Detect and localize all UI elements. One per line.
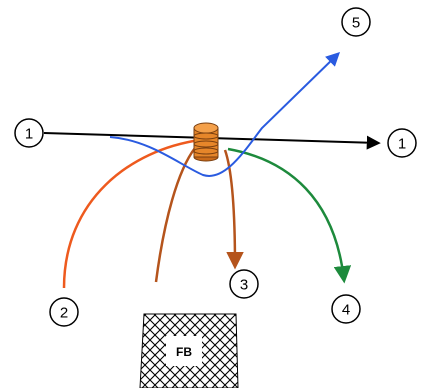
marker-1-right-label: 1 [398,136,406,153]
marker-4-label: 4 [342,302,350,319]
marker-4: 4 [331,294,361,324]
goal-label: FB [176,345,192,359]
marker-1-right: 1 [387,128,417,158]
marker-2: 2 [49,297,79,327]
marker-3-label: 3 [240,277,248,294]
marker-3: 3 [229,269,259,299]
cone-icon [193,122,219,162]
route-5-path [109,52,341,177]
marker-2-label: 2 [60,305,68,322]
route-3-arrow-path [223,149,244,270]
route-3-path [154,147,196,283]
route-4-path [227,147,352,284]
route-2-path [62,138,201,289]
goal-net-icon: FB [139,313,239,388]
marker-5-label: 5 [352,15,360,32]
marker-1-left-label: 1 [25,126,33,143]
marker-5: 5 [341,7,371,37]
marker-1-left: 1 [14,118,44,148]
